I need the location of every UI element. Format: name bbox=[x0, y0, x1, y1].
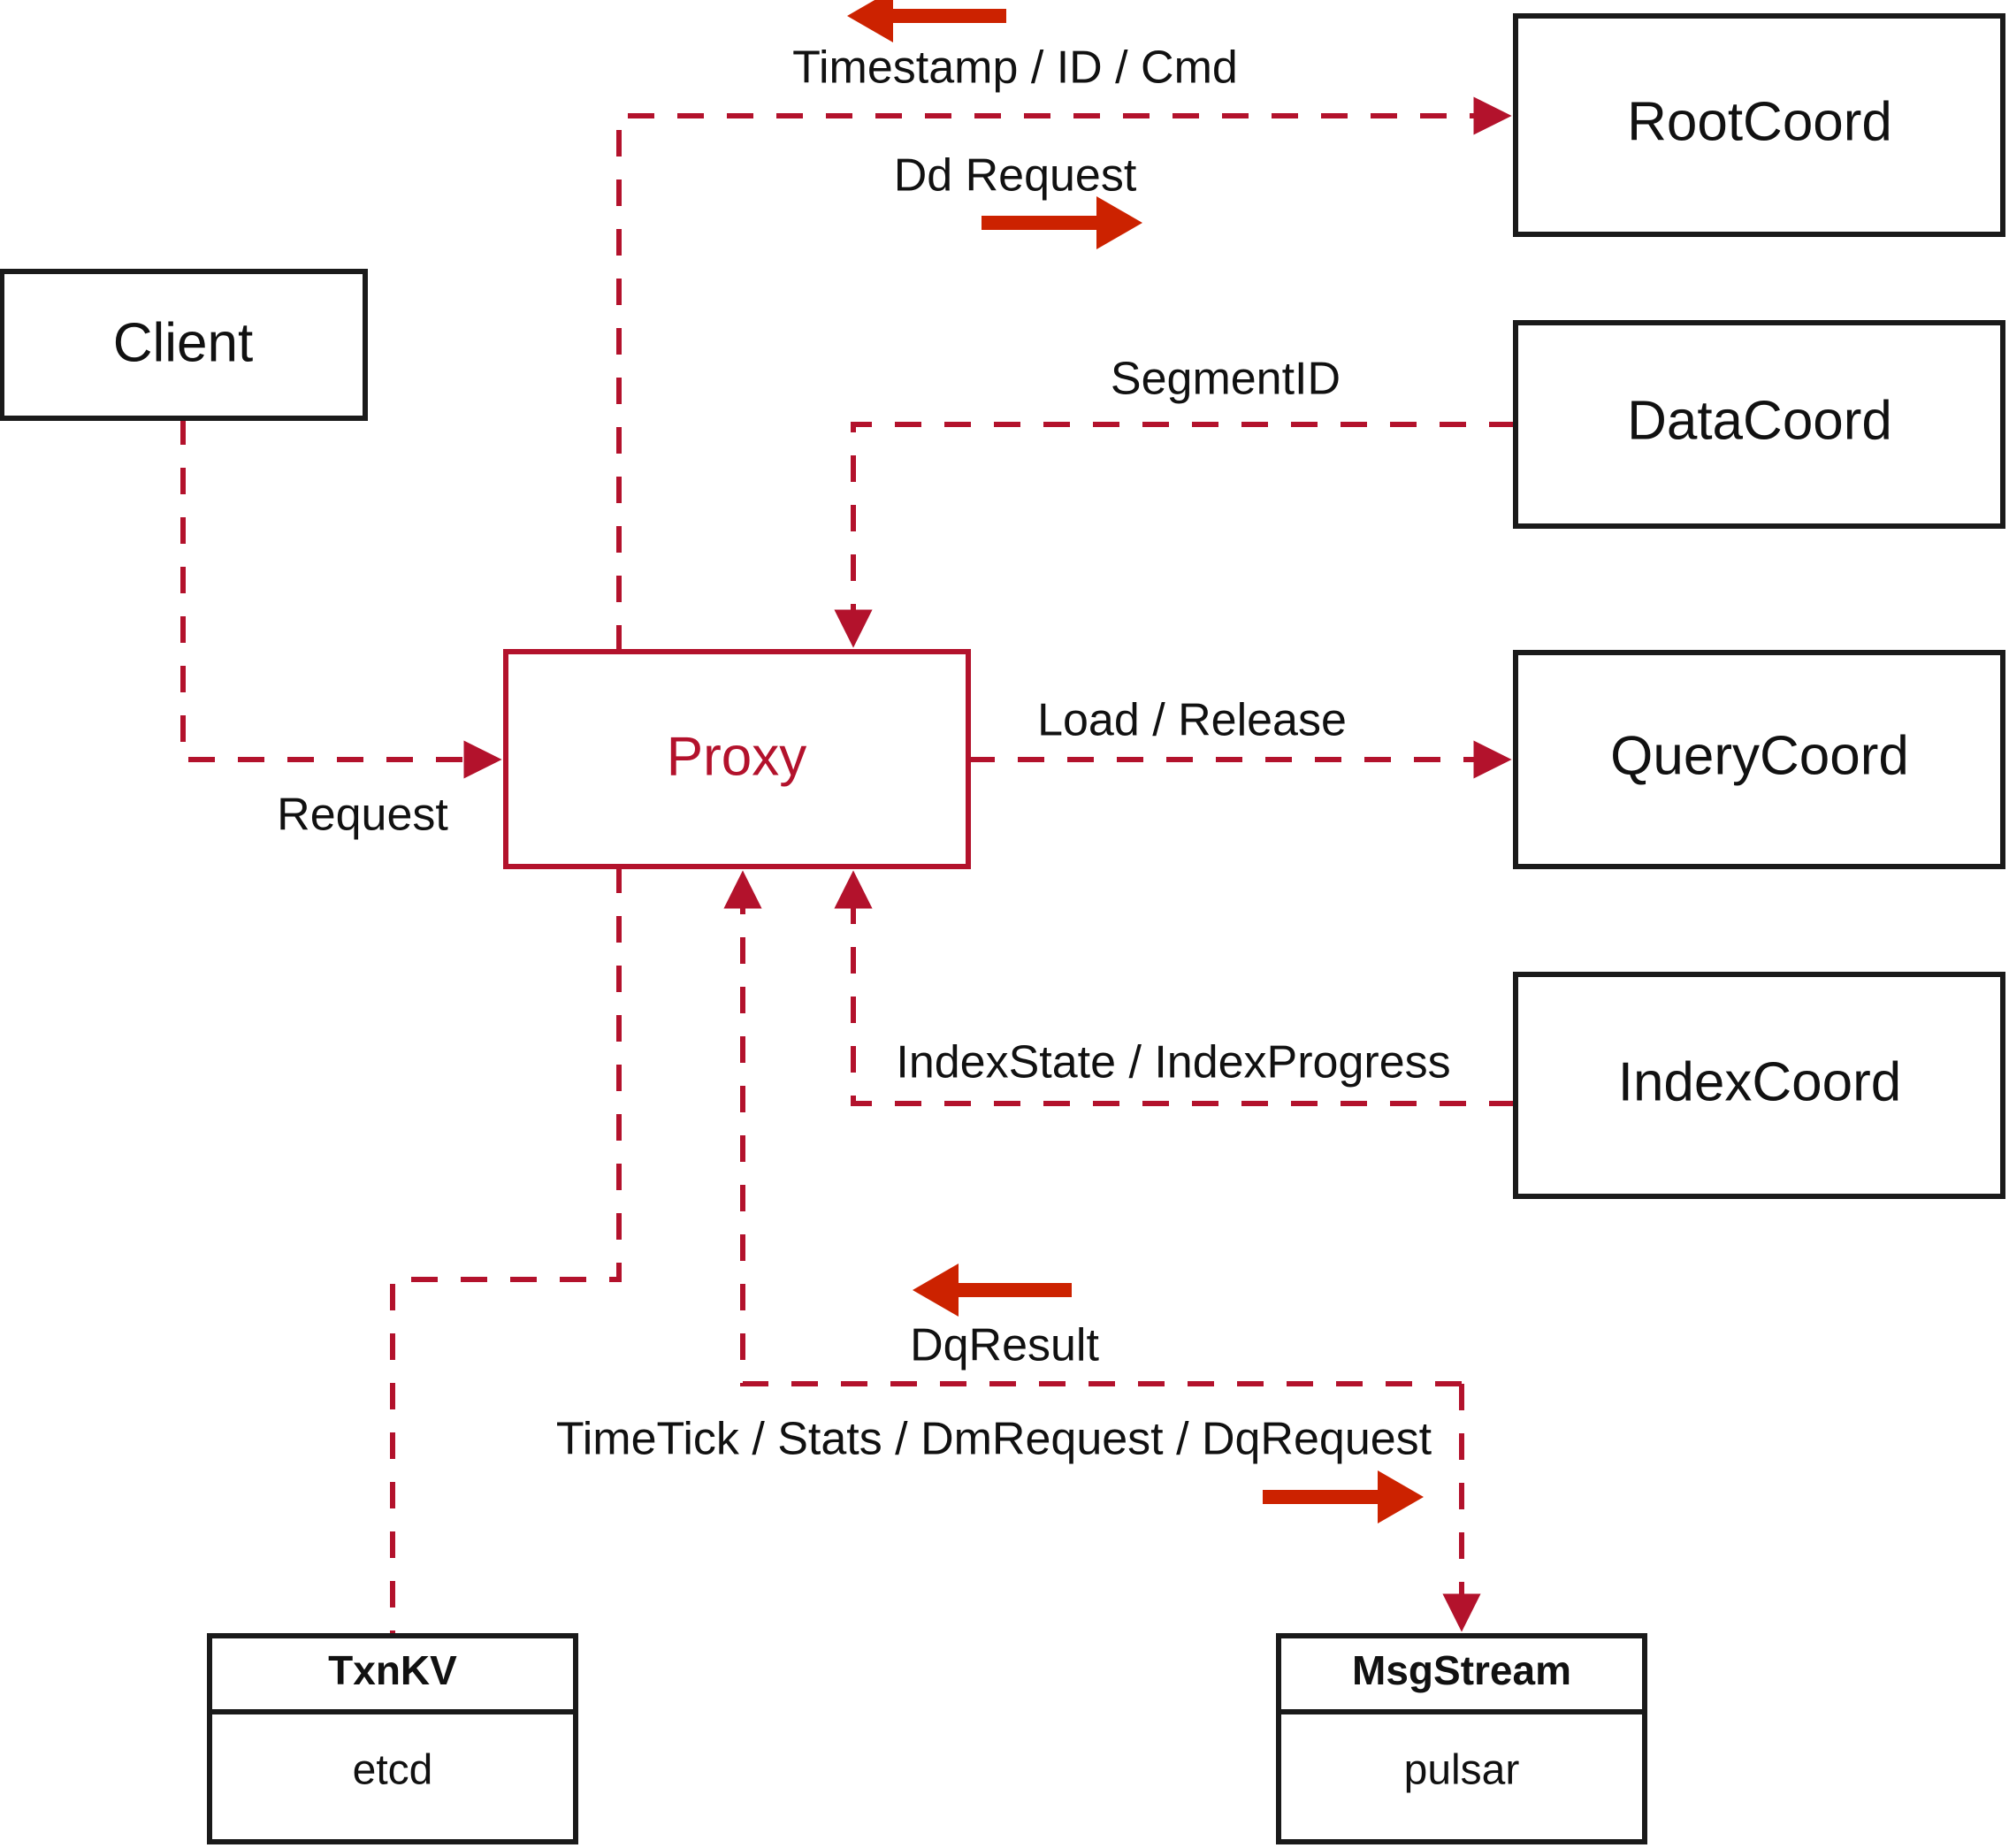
node-datacoord-label: DataCoord bbox=[1627, 390, 1892, 451]
node-proxy[interactable]: Proxy bbox=[503, 649, 971, 869]
node-datacoord[interactable]: DataCoord bbox=[1513, 320, 2005, 529]
edge-label-timetick-stats: TimeTick / Stats / DmRequest / DqRequest bbox=[556, 1414, 1432, 1465]
node-msgstream-title: MsgStream bbox=[1352, 1647, 1571, 1693]
edge-label-segment-id: SegmentID bbox=[1111, 354, 1341, 405]
node-proxy-label: Proxy bbox=[667, 726, 806, 787]
node-rootcoord[interactable]: RootCoord bbox=[1513, 13, 2005, 237]
node-indexcoord-label: IndexCoord bbox=[1618, 1051, 1902, 1112]
flow-client-to-proxy bbox=[180, 418, 502, 779]
direction-arrow-dd-request bbox=[982, 196, 1142, 249]
edge-label-index-state: IndexState / IndexProgress bbox=[896, 1037, 1450, 1088]
node-querycoord[interactable]: QueryCoord bbox=[1513, 650, 2005, 869]
flow-datacoord-to-proxy bbox=[834, 422, 1516, 648]
edge-label-timestamp-id-cmd: Timestamp / ID / Cmd bbox=[792, 42, 1238, 94]
node-txnkv-sub: etcd bbox=[353, 1747, 433, 1794]
node-msgstream[interactable]: MsgStream pulsar bbox=[1276, 1633, 1647, 1844]
edge-label-dq-result: DqResult bbox=[910, 1320, 1099, 1371]
node-indexcoord[interactable]: IndexCoord bbox=[1513, 972, 2005, 1199]
edge-label-dd-request: Dd Request bbox=[894, 150, 1137, 202]
node-rootcoord-label: RootCoord bbox=[1627, 91, 1892, 152]
node-querycoord-label: QueryCoord bbox=[1610, 725, 1909, 786]
node-txnkv-title: TxnKV bbox=[328, 1647, 457, 1693]
direction-arrow-dqresult bbox=[913, 1264, 1072, 1317]
flow-indexcoord-to-proxy bbox=[834, 870, 1516, 1106]
node-txnkv[interactable]: TxnKV etcd bbox=[207, 1633, 578, 1844]
flow-msgstream-to-proxy bbox=[723, 870, 1462, 1386]
node-client[interactable]: Client bbox=[0, 269, 368, 421]
direction-arrow-dqrequest bbox=[1263, 1470, 1424, 1523]
flow-proxy-to-txnkv bbox=[390, 867, 622, 1636]
edge-label-load-release: Load / Release bbox=[1037, 695, 1347, 746]
edge-label-request: Request bbox=[277, 790, 448, 841]
node-client-label: Client bbox=[113, 312, 254, 373]
node-msgstream-sub: pulsar bbox=[1404, 1747, 1520, 1794]
direction-arrow-timestamp bbox=[847, 0, 1006, 42]
